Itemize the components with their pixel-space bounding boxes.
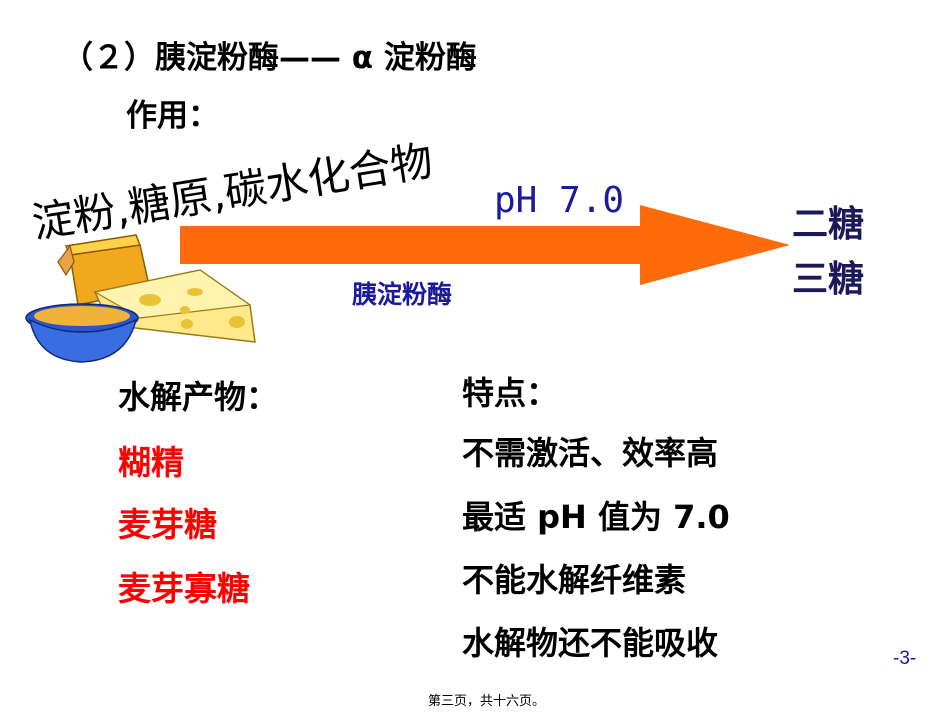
reaction-arrow — [180, 205, 790, 285]
feature-item: 不能水解纤维素 — [462, 561, 687, 599]
feature-item: 不需激活、效率高 — [462, 434, 719, 472]
slide-title: （２）胰淀粉酶—— α 淀粉酶 — [62, 40, 477, 76]
hydrolysis-product-item: 麦芽糖 — [118, 505, 217, 544]
hydrolysis-product-item: 麦芽寡糖 — [118, 569, 250, 608]
features-heading: 特点： — [462, 374, 559, 412]
ph-condition-label: pH 7.0 — [494, 180, 625, 221]
hydrolysis-heading: 水解产物： — [118, 378, 279, 416]
feature-item: 水解物还不能吸收 — [462, 624, 719, 662]
page-footer: 第三页，共十六页。 — [428, 694, 546, 709]
page-number: -3- — [893, 648, 917, 669]
slide-subtitle: 作用： — [126, 98, 219, 134]
product-disaccharide: 二糖 — [792, 204, 865, 245]
enzyme-label: 胰淀粉酶 — [352, 280, 453, 309]
cheese-and-bowl-icon — [25, 234, 256, 363]
product-trisaccharide: 三糖 — [792, 259, 865, 300]
feature-item: 最适 pH 值为 7.0 — [462, 498, 730, 536]
hydrolysis-product-item: 糊精 — [118, 443, 184, 482]
